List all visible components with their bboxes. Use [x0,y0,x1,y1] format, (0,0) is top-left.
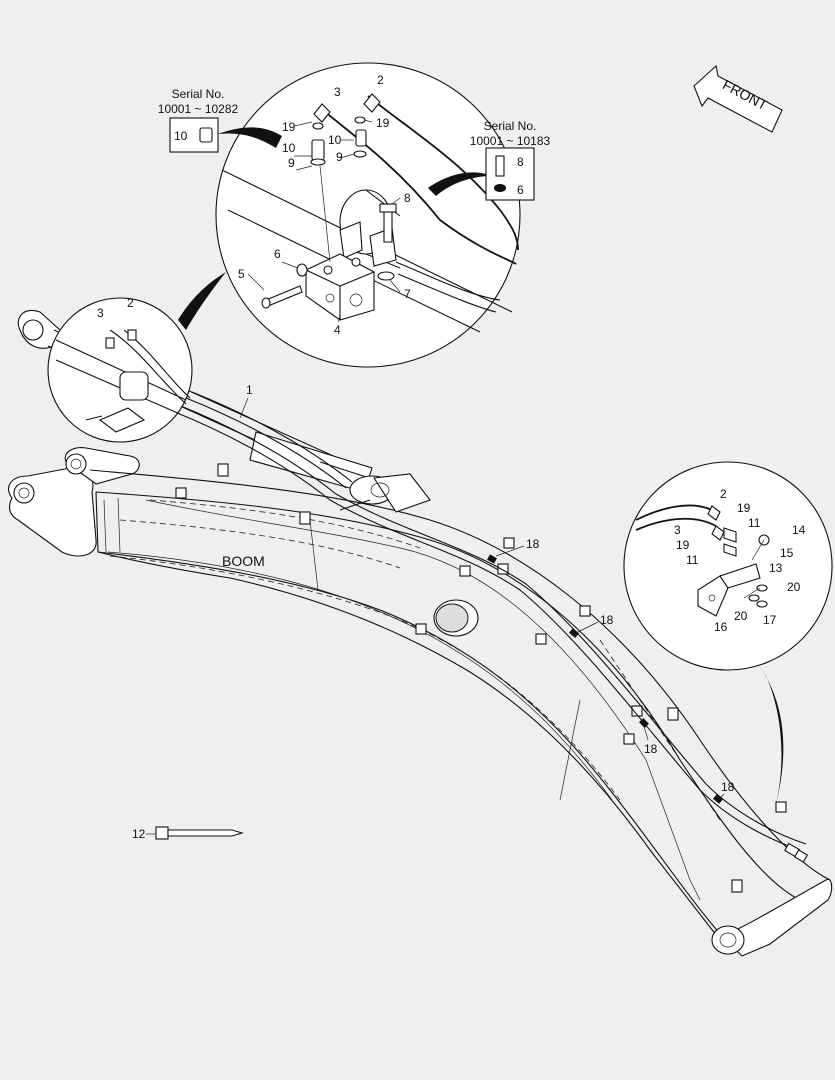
callout-right-20a: 20 [787,580,801,594]
pointer-wedge-bottom [758,664,784,804]
callout-top-3: 3 [334,85,341,99]
callout-boom-18c: 18 [644,742,658,756]
callout-right-19a: 19 [737,501,751,515]
serial-right-title: Serial No. [484,119,537,133]
callout-top-8: 8 [404,191,411,205]
callout-right-17: 17 [763,613,777,627]
callout-1: 1 [246,383,253,397]
callout-right-15: 15 [780,546,794,560]
callout-right-2: 2 [720,487,727,501]
callout-right-11a: 11 [748,516,761,530]
detail-circle-small [47,297,193,443]
boom-structure [8,447,833,957]
serial-left-title: Serial No. [172,87,225,101]
callout-top-10a: 10 [282,141,296,155]
boom-label: BOOM [222,553,265,569]
callouts: 1 3 2 19 19 10 10 9 9 8 6 5 7 4 3 2 2 19… [97,73,806,801]
callout-right-14: 14 [792,523,806,537]
callout-boom-18d: 18 [721,780,735,794]
detail-circle-right [623,461,833,671]
callout-right-16: 16 [714,620,728,634]
callout-top-9a: 9 [288,156,295,170]
callout-top-10b: 10 [328,133,342,147]
callout-top-19b: 19 [376,116,390,130]
serial-left-range: 10001 ~ 10282 [158,102,239,116]
pointer-wedge-left [218,127,282,148]
callout-right-20b: 20 [734,609,748,623]
front-arrow: FRONT [693,64,783,133]
pointer-wedge-small [178,272,226,330]
callout-small-3: 3 [97,306,104,320]
callout-top-6: 6 [274,247,281,261]
callout-boom-18a: 18 [526,537,540,551]
boom-brackets [175,463,787,893]
serial-box-right: Serial No. 10001 ~ 10183 8 6 [470,119,551,201]
serial-right-range: 10001 ~ 10183 [470,134,551,148]
serial-box-left: Serial No. 10001 ~ 10282 10 [158,87,239,153]
callout-12: 12 [132,827,146,841]
callout-top-7: 7 [404,287,411,301]
serial-right-part-8: 8 [517,155,524,169]
cable-tie: 12 [132,826,244,841]
callout-right-19b: 19 [676,538,690,552]
callout-top-4: 4 [334,323,341,337]
callout-small-2: 2 [127,296,134,310]
callout-right-11b: 11 [686,553,699,567]
callout-top-19a: 19 [282,120,296,134]
callout-top-9b: 9 [336,150,343,164]
callout-right-3: 3 [674,523,681,537]
detail-circle-large [215,62,521,368]
hose-lines [169,391,809,863]
callout-top-2: 2 [377,73,384,87]
callout-right-13: 13 [769,561,783,575]
callout-boom-18b: 18 [600,613,614,627]
callout-top-5: 5 [238,267,245,281]
serial-left-part: 10 [174,129,188,143]
serial-right-part-6: 6 [517,183,524,197]
